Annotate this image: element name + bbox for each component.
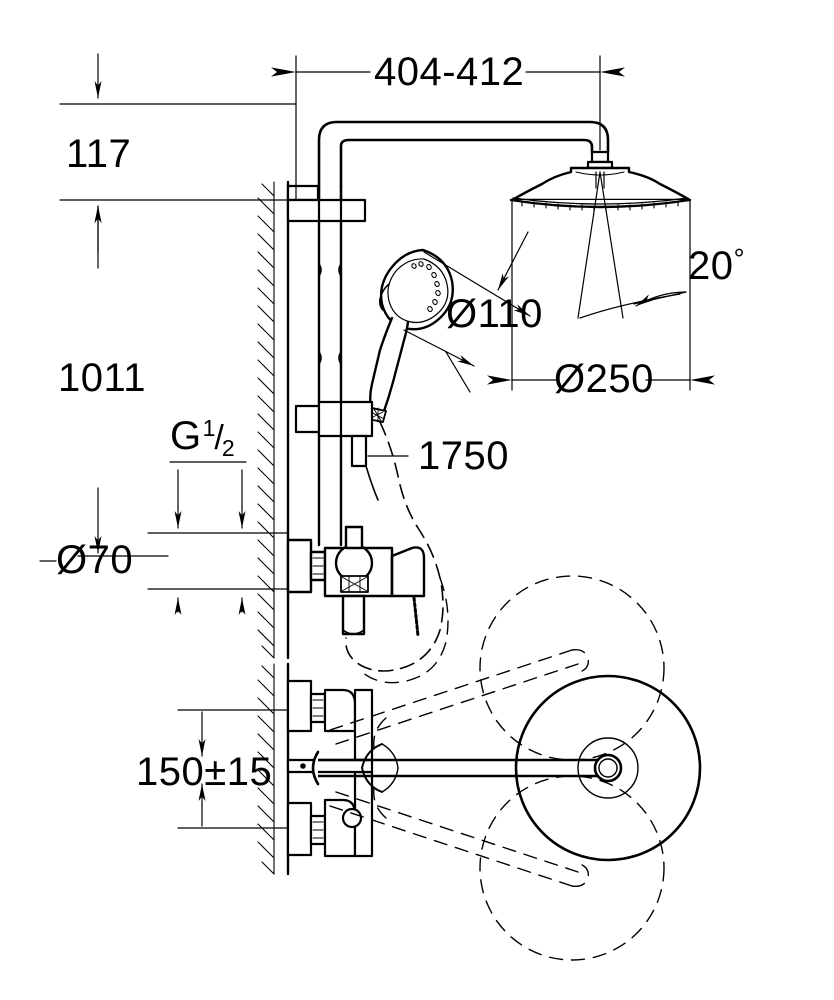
dimension-1011	[77, 205, 169, 557]
spray-cone-lines	[577, 171, 624, 319]
dimension-d250	[487, 199, 715, 391]
spout-top-view	[311, 575, 702, 961]
thread-slash: /	[214, 419, 224, 457]
thread-denominator: 2	[221, 435, 235, 461]
dimension-g-half	[169, 461, 247, 615]
dimension-label-1011: 1011	[58, 356, 147, 400]
dimension-label-150pm15: 150±15	[136, 750, 273, 794]
hand-shower-holder	[294, 400, 374, 468]
dimension-label-1750: 1750	[418, 434, 509, 478]
dimension-label-20deg: 20°	[688, 243, 746, 289]
riser-bar	[317, 219, 343, 547]
dimension-20deg	[579, 291, 687, 319]
wall-inlet-elbow	[286, 184, 367, 223]
angle-value: 20	[688, 244, 734, 288]
dimension-150pm15	[177, 709, 289, 829]
dimension-label-d250: Ø250	[554, 357, 654, 401]
dimension-label-d70: Ø70	[56, 538, 134, 582]
head-shower	[509, 150, 692, 212]
dimension-404-412	[271, 55, 625, 201]
dimension-label-404-412: 404-412	[374, 50, 525, 94]
hand-shower	[367, 248, 454, 423]
shower-hose	[345, 421, 444, 672]
thread-letter: G	[170, 414, 202, 458]
bath-mixer	[286, 679, 374, 858]
degree-symbol: °	[733, 243, 746, 274]
dimension-d70	[39, 532, 289, 590]
dimension-label-117: 117	[66, 132, 132, 176]
dimension-label-g-half: G1/2	[170, 414, 237, 461]
dimension-label-d110: Ø110	[446, 292, 543, 336]
thread-numerator: 1	[202, 415, 216, 441]
shower-mixer	[286, 525, 426, 638]
